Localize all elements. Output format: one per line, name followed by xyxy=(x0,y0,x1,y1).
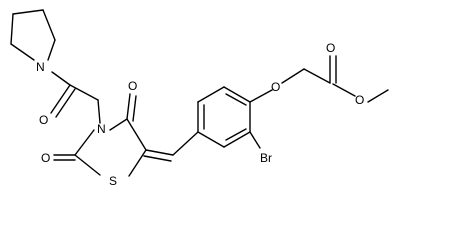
bond xyxy=(249,89,273,103)
bond xyxy=(74,129,95,156)
atom-label: N xyxy=(36,60,45,74)
atom-label-layer: N O N O O S O Br O O xyxy=(36,41,364,188)
bond xyxy=(303,68,331,84)
bond xyxy=(249,131,261,149)
bond xyxy=(97,99,101,124)
bond xyxy=(10,13,14,45)
bond xyxy=(225,93,247,106)
bond xyxy=(281,68,305,84)
bond xyxy=(74,154,101,176)
bond xyxy=(172,131,199,156)
bond xyxy=(55,88,76,118)
bond xyxy=(197,131,225,148)
bond xyxy=(332,83,356,97)
bond xyxy=(69,84,99,101)
bond xyxy=(50,84,71,114)
bond-layer xyxy=(10,9,389,177)
bond xyxy=(197,86,225,103)
atom-label: O xyxy=(326,41,335,55)
bond xyxy=(47,39,56,61)
bond xyxy=(145,149,174,156)
bond xyxy=(10,43,35,61)
atom-label: O xyxy=(128,79,137,93)
bond xyxy=(367,89,389,103)
bond xyxy=(132,95,137,122)
structure-diagram: N O N O O S O Br O O xyxy=(10,9,389,188)
bond xyxy=(42,9,56,41)
bond xyxy=(126,118,147,151)
bond xyxy=(225,128,247,141)
bond xyxy=(223,131,251,148)
atom-label: Br xyxy=(260,151,272,165)
bond xyxy=(143,155,172,162)
atom-label: O xyxy=(355,93,364,107)
bond xyxy=(12,9,44,15)
bond xyxy=(109,118,128,131)
bond xyxy=(126,93,131,120)
bond xyxy=(223,86,251,103)
atom-label: O xyxy=(41,151,50,165)
atom-label: S xyxy=(109,174,117,188)
bond xyxy=(128,149,147,177)
molecule-canvas: N O N O O S O Br O O xyxy=(10,9,389,188)
bond xyxy=(51,71,71,86)
atom-label: O xyxy=(271,80,280,94)
atom-label: O xyxy=(39,113,48,127)
atom-label: N xyxy=(97,122,106,136)
